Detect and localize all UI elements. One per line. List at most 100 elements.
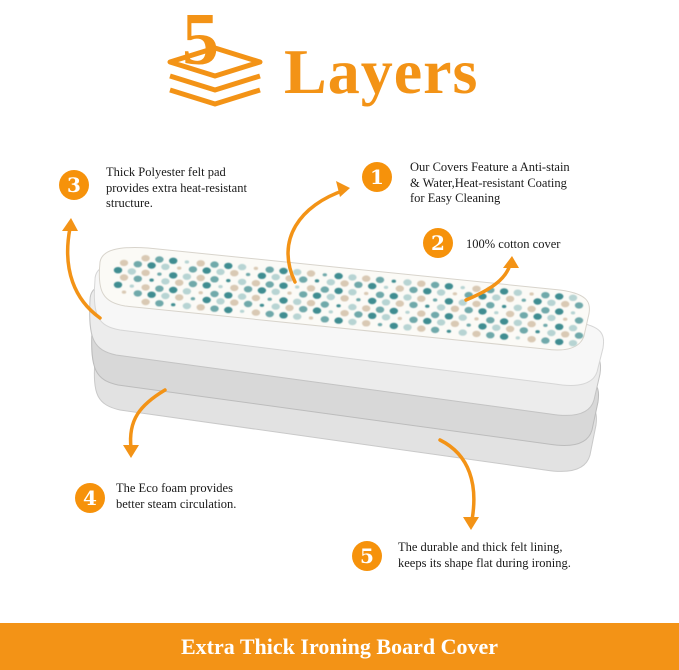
pattern-dot [381,314,391,321]
pattern-dot [472,300,481,308]
pattern-dot [541,337,550,344]
pattern-dot [334,317,343,324]
pattern-dot [570,311,576,315]
pattern-dot [147,291,156,298]
pattern-dot [119,259,129,267]
pattern-dot [279,267,288,275]
pattern-dot [334,287,343,295]
pattern-dot [444,313,454,320]
pattern-dot [237,278,247,286]
pattern-dot [417,325,426,332]
pattern-dot [555,338,564,346]
pattern-dot [391,279,396,283]
pattern-dot [285,304,294,312]
pattern-dot [555,308,564,315]
pattern-dot [472,285,481,292]
pattern-dot [405,310,410,314]
pattern-dot [251,294,261,302]
pattern-dot [149,278,154,282]
pattern-dot [293,269,302,276]
pattern-dot [568,294,578,301]
pattern-dot [287,291,292,295]
pattern-dot [436,289,446,296]
pattern-dot [519,327,528,334]
pattern-dot [533,298,542,305]
pattern-dot [436,319,446,326]
number-badge-4: 4 [75,483,105,513]
pattern-dot [267,297,272,301]
pattern-dot [169,272,178,279]
pattern-dot [389,307,398,315]
pattern-dot [293,313,302,320]
pattern-dot [375,306,385,313]
pattern-dot [535,330,540,334]
pattern-dot [226,279,231,283]
pattern-dot [157,272,162,276]
pattern-dot [216,268,225,276]
callout-2-text: 100% cotton cover [466,237,560,253]
pattern-dot [299,276,308,283]
pattern-dot [515,336,520,340]
pattern-dot [519,312,528,319]
pattern-dot [533,313,542,320]
pattern-dot [198,291,203,295]
pattern-dot [494,311,499,315]
pattern-dot [320,301,329,308]
pattern-dot [196,260,205,267]
pattern-dot [460,286,465,290]
pattern-dot [202,267,211,274]
arrow-5 [438,438,476,522]
pattern-dot [513,289,522,296]
pattern-dot [155,256,164,263]
pattern-dot [505,325,515,333]
pattern-dot [452,292,458,296]
pattern-dot [251,280,261,287]
pattern-dot [486,302,495,309]
pattern-dot [527,320,536,328]
pattern-dot [348,318,357,326]
pattern-dot [529,292,534,296]
pattern-dot [499,288,509,295]
pattern-dot [182,288,192,295]
pattern-dot [312,307,322,314]
pattern-dot [492,324,501,331]
pattern-dot [177,266,182,270]
pattern-dot [458,314,467,321]
pattern-dot [547,314,556,322]
pattern-dot [381,299,391,306]
pattern-dot [306,270,316,277]
callout-5-line-1: The durable and thick felt lining, [398,540,563,554]
callout-3-line-1: Thick Polyester felt pad [106,165,226,179]
pattern-dot [202,282,211,289]
pattern-dot [521,298,526,302]
pattern-dot [389,292,398,300]
pattern-dot [397,316,402,321]
pattern-dot [547,299,556,306]
pattern-dot [293,298,302,305]
pattern-dot [133,261,142,268]
pattern-dot [505,310,515,318]
pattern-dot [417,295,426,302]
pattern-dot [230,299,239,306]
pattern-dot [561,300,570,308]
pattern-dot [306,285,316,292]
pattern-dot [375,291,385,298]
pattern-dot [188,266,198,273]
pattern-dot [356,298,361,302]
pattern-dot [450,305,460,312]
pattern-dot [383,285,389,289]
pattern-dot [423,288,432,295]
callout-2-line-1: 100% cotton cover [466,237,561,251]
pattern-dot [299,291,308,298]
pattern-dot [202,296,211,304]
pattern-dot [423,317,432,325]
pattern-dot [279,297,288,304]
pattern-dot [513,304,522,311]
callout-1-line-1: Our Covers Feature a Anti-stain [410,160,570,174]
pattern-dot [368,282,377,290]
pattern-dot [243,286,253,293]
pattern-dot [334,272,343,280]
pattern-dot [308,316,314,320]
pattern-dot [430,326,440,334]
pattern-dot [513,319,522,326]
